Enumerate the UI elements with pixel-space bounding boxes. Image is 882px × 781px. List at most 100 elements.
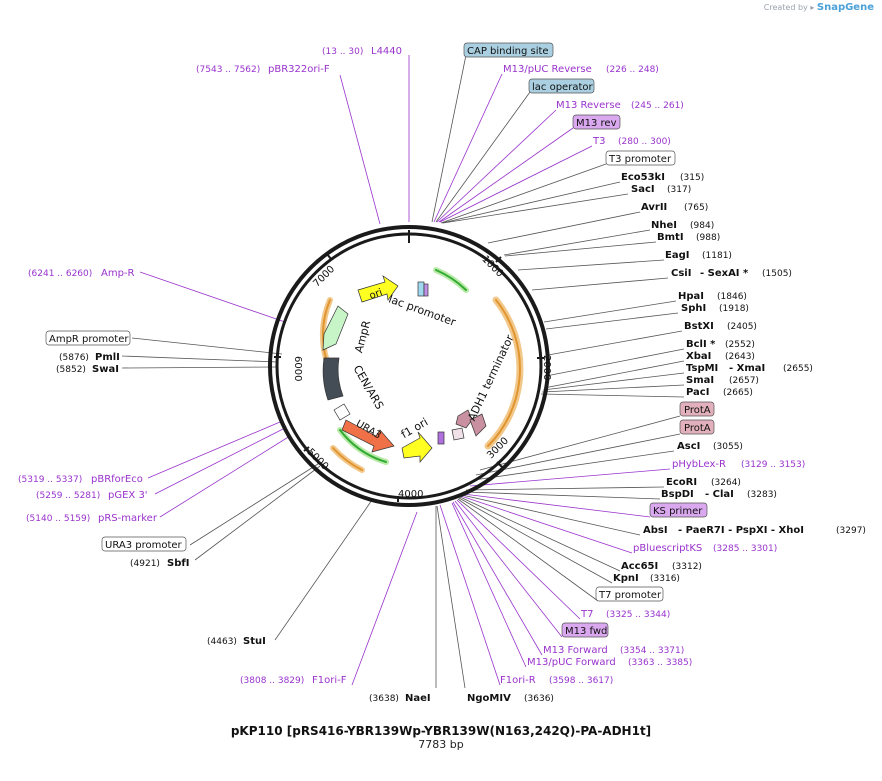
M13pUCRev-name: M13/pUC Reverse bbox=[503, 64, 592, 75]
BmtI-pos: (988) bbox=[696, 233, 720, 243]
SbfI-name: SbfI bbox=[167, 558, 189, 569]
pBlueKS-name: pBluescriptKS bbox=[633, 543, 702, 554]
feature-f1ori: f1 ori bbox=[399, 415, 430, 441]
HpaI-pos: (1846) bbox=[717, 292, 747, 302]
pHybLex-range: (3129 .. 3153) bbox=[741, 460, 805, 470]
feature-arcs bbox=[319, 267, 524, 473]
leader-T7 bbox=[456, 499, 581, 620]
EcoRI-pos: (3264) bbox=[711, 478, 741, 488]
leader-CsiI bbox=[531, 277, 669, 291]
leader-T3 bbox=[439, 145, 593, 223]
leader-F1oriF bbox=[351, 511, 418, 686]
credit-brand: SnapGene bbox=[816, 2, 874, 13]
leader-KSprimer bbox=[462, 493, 651, 518]
pRSmarker-name: pRS-marker bbox=[98, 513, 158, 524]
leader-F1oriR bbox=[439, 504, 501, 686]
PmlI-pos: (5876) bbox=[59, 353, 89, 363]
feature-shapes bbox=[322, 275, 487, 463]
plasmid-size: 7783 bp bbox=[418, 738, 464, 751]
NgoMIV-name: NgoMIV bbox=[467, 693, 511, 704]
tick-label-2000: 2000 bbox=[541, 355, 552, 380]
leader-EcoRI bbox=[465, 486, 665, 491]
orange-arc-bottom-core bbox=[332, 447, 363, 471]
CsiI-name: CsiI bbox=[671, 268, 691, 279]
SphI-name: SphI bbox=[681, 303, 706, 314]
BspDI-name: BspDI bbox=[661, 489, 694, 500]
lac-small-box bbox=[423, 283, 429, 297]
orange-arc-right-core bbox=[487, 299, 521, 447]
T7-range: (3325 .. 3344) bbox=[606, 610, 670, 620]
AvrII-pos: (765) bbox=[684, 203, 708, 213]
SbfI-pos: (4921) bbox=[130, 559, 160, 569]
BclI-pos: (2552) bbox=[725, 340, 755, 350]
leader-AscI bbox=[473, 450, 675, 481]
box-KSprimer bbox=[649, 502, 708, 518]
leader-M13Fwd bbox=[452, 501, 543, 656]
SmaI-pos: (2657) bbox=[729, 376, 759, 386]
T7-name: T7 bbox=[580, 609, 593, 620]
BmtI-name: BmtI bbox=[657, 232, 684, 243]
SwaI-name: SwaI bbox=[92, 364, 119, 375]
AscI-pos: (3055) bbox=[713, 442, 743, 452]
SphI-pos: (1918) bbox=[719, 304, 749, 314]
NaeI-pos: (3638) bbox=[369, 694, 399, 704]
NaeI-name: NaeI bbox=[405, 693, 431, 704]
lac-promoter-box bbox=[417, 281, 425, 297]
leader-URA3prom bbox=[189, 463, 319, 546]
leader-SphI bbox=[545, 312, 679, 330]
credit-prefix: Created by bbox=[763, 3, 808, 12]
SacI-name: SacI bbox=[631, 184, 655, 195]
lacop-label: lac operator bbox=[532, 82, 593, 93]
ProtA2-label: ProtA bbox=[684, 423, 711, 434]
F1oriF-range: (3808 .. 3829) bbox=[240, 676, 304, 686]
leader-M13Rev bbox=[436, 109, 557, 223]
T7prom-label: T7 promoter bbox=[598, 590, 662, 601]
CEN-ARS-block bbox=[322, 357, 344, 401]
green-arc-bottom-core bbox=[339, 429, 387, 463]
leader-lacop bbox=[435, 91, 531, 223]
leader-pBRforEco bbox=[147, 421, 281, 479]
feature-AmpR: AmpR bbox=[352, 319, 373, 354]
AmpR-arrow bbox=[322, 305, 349, 351]
pRSmarker-range: (5140 .. 5159) bbox=[26, 514, 90, 524]
tick-marks bbox=[274, 230, 544, 502]
NheI-name: NheI bbox=[651, 220, 677, 231]
M13Fwd-name: M13 Forward bbox=[543, 645, 608, 656]
green-arc-top-core bbox=[435, 269, 467, 291]
PacI-pos: (2665) bbox=[723, 388, 753, 398]
pGEX3-range: (5259 .. 5281) bbox=[36, 491, 100, 501]
EcoRI-name: EcoRI bbox=[666, 477, 697, 488]
HpaI-name: HpaI bbox=[678, 291, 704, 302]
leader-PacI bbox=[540, 393, 685, 398]
StuI-pos: (4463) bbox=[207, 637, 237, 647]
KpnI-pos: (3316) bbox=[650, 574, 680, 584]
box-CAP bbox=[463, 42, 554, 58]
box-T3prom bbox=[605, 150, 676, 166]
leader-pGEX3 bbox=[154, 427, 286, 495]
SacI-pos: (317) bbox=[667, 185, 691, 195]
T3-name: T3 bbox=[592, 136, 605, 147]
leader-TspMI bbox=[542, 372, 685, 391]
F1oriR-range: (3598 .. 3617) bbox=[549, 676, 613, 686]
tick-label-7000: 7000 bbox=[311, 264, 337, 290]
M13Fwd-range: (3354 .. 3371) bbox=[620, 646, 684, 656]
leader-StuI bbox=[274, 499, 373, 641]
NgoMIV-pos: (3636) bbox=[524, 694, 554, 704]
leader-pRSmarker bbox=[159, 435, 291, 518]
adh1-small bbox=[451, 427, 465, 441]
tick-1000 bbox=[495, 256, 502, 263]
CsiI-sep: - SexAI * bbox=[700, 268, 749, 279]
leader-AmpRprom bbox=[131, 337, 283, 355]
leader-BmtI bbox=[504, 241, 657, 257]
leader-Eco53kI bbox=[441, 181, 621, 224]
BspDI-sep: - ClaI bbox=[705, 489, 734, 500]
BspDI-pos: (3283) bbox=[747, 490, 777, 500]
T3-range: (280 .. 300) bbox=[618, 137, 671, 147]
Eco53kI-pos: (315) bbox=[680, 173, 704, 183]
leader-XbaI bbox=[543, 360, 685, 389]
leader-EagI bbox=[517, 259, 665, 271]
leader-BclI bbox=[545, 348, 685, 377]
KpnI-name: KpnI bbox=[613, 573, 639, 584]
M13Rev-name: M13 Reverse bbox=[556, 100, 621, 111]
tick-3000 bbox=[496, 461, 503, 468]
